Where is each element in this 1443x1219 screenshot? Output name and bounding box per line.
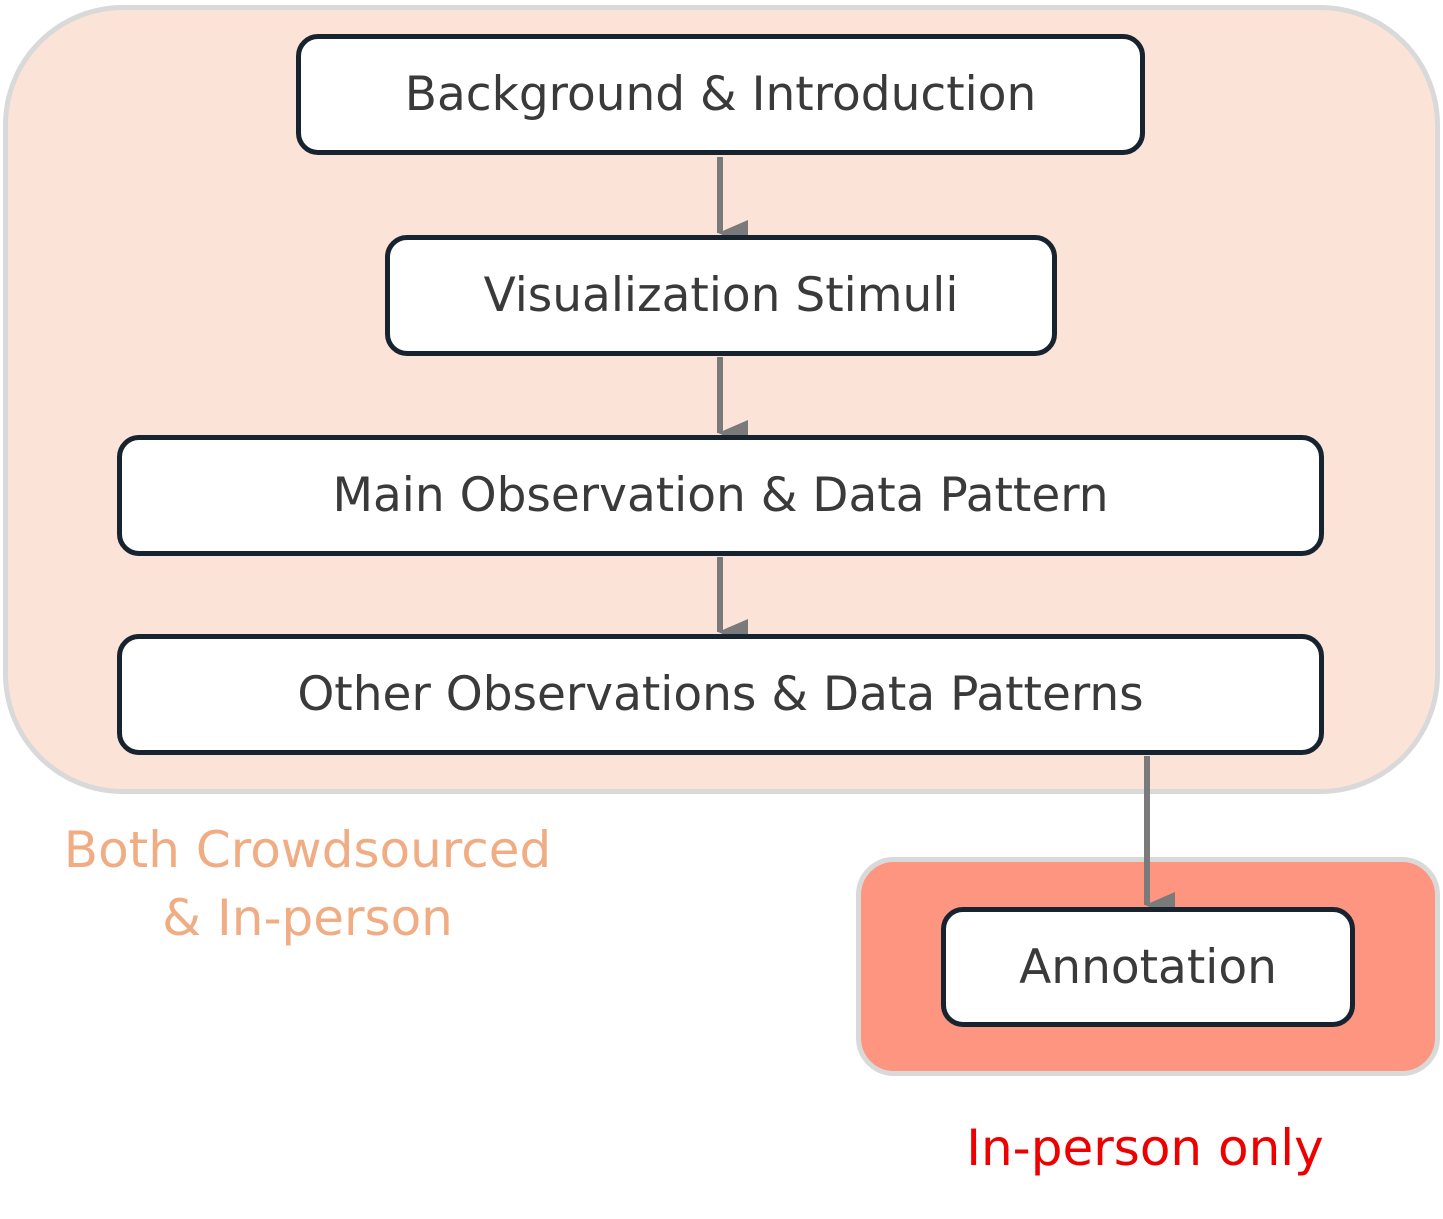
step-background-introduction: Background & Introduction	[296, 34, 1145, 155]
crowdsourced-and-in-person-label: Both Crowdsourced & In-person	[40, 816, 575, 952]
step-main-observation: Main Observation & Data Pattern	[117, 435, 1324, 556]
step-other-observations: Other Observations & Data Patterns	[117, 634, 1324, 755]
step-annotation: Annotation	[941, 907, 1355, 1027]
step-visualization-stimuli: Visualization Stimuli	[385, 235, 1057, 356]
crowdsourced-label-line-1: Both Crowdsourced	[63, 821, 552, 879]
in-person-only-label: In-person only	[966, 1119, 1324, 1177]
crowdsourced-label-line-2: & In-person	[162, 889, 453, 947]
